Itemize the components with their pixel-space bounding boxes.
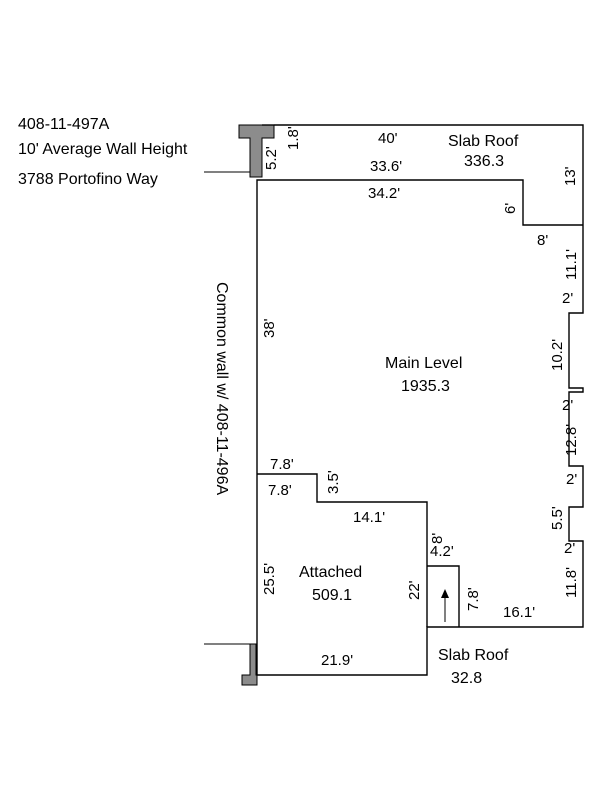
slab-roof-top-name: Slab Roof xyxy=(448,133,519,150)
dim-notch-2d: 2' xyxy=(564,540,575,557)
bottom-wall-block xyxy=(241,643,258,686)
attached-value: 509.1 xyxy=(312,587,352,604)
dim-right-11-1: 11.1' xyxy=(563,249,580,280)
dim-right-13: 13' xyxy=(562,166,579,186)
dim-top-left-5-2: 5.2' xyxy=(263,146,280,170)
dim-step-7-8-top: 7.8' xyxy=(270,456,294,473)
dim-inner-34-2: 34.2' xyxy=(368,185,400,202)
dim-step-14-1: 14.1' xyxy=(353,509,385,526)
slab-roof-arrow-head xyxy=(441,589,449,598)
dim-step-7-8-bottom: 7.8' xyxy=(268,482,292,499)
dim-notch-2a: 2' xyxy=(562,290,573,307)
attached-name: Attached xyxy=(299,564,362,581)
dim-bottom-21-9: 21.9' xyxy=(321,652,353,669)
dim-small-8: 8' xyxy=(429,533,446,544)
slab-roof-bottom-outline xyxy=(427,565,460,627)
slab-roof-top-value: 336.3 xyxy=(464,153,504,170)
dim-small-7-8: 7.8' xyxy=(465,587,482,611)
dim-step-6: 6' xyxy=(502,203,519,214)
address: 3788 Portofino Way xyxy=(18,171,158,188)
dim-bottom-16-1: 16.1' xyxy=(503,604,535,621)
dim-top-left-1-8: 1.8' xyxy=(285,126,302,150)
wall-height: 10' Average Wall Height xyxy=(18,141,188,158)
common-wall-label: Common wall w/ 408-11-496A xyxy=(213,282,230,495)
slab-roof-bottom-name: Slab Roof xyxy=(438,647,509,664)
dim-right-11-8: 11.8' xyxy=(563,567,580,598)
building-outline xyxy=(256,124,584,676)
dim-attached-22: 22' xyxy=(406,580,423,600)
main-level-name: Main Level xyxy=(385,355,462,372)
attached-garage-divider xyxy=(257,473,428,627)
top-wall-block xyxy=(238,124,275,178)
dim-step-8: 8' xyxy=(537,232,548,249)
dim-left-38: 38' xyxy=(261,318,278,338)
slab-roof-bottom-value: 32.8 xyxy=(451,670,482,687)
main-level-value: 1935.3 xyxy=(401,378,450,395)
dim-left-25-5: 25.5' xyxy=(261,563,278,595)
dim-inner-33-6: 33.6' xyxy=(370,158,402,175)
dim-notch-2c: 2' xyxy=(566,471,577,488)
dim-top-40: 40' xyxy=(378,130,398,147)
parcel-id: 408-11-497A xyxy=(18,116,110,133)
dim-right-12-8: 12.8' xyxy=(563,424,580,456)
dim-step-3-5: 3.5' xyxy=(325,470,342,494)
dim-notch-2b: 2' xyxy=(562,397,573,414)
dim-small-4-2: 4.2' xyxy=(430,543,454,560)
dim-right-5-5: 5.5' xyxy=(549,506,566,530)
dim-right-10-2: 10.2' xyxy=(549,339,566,371)
